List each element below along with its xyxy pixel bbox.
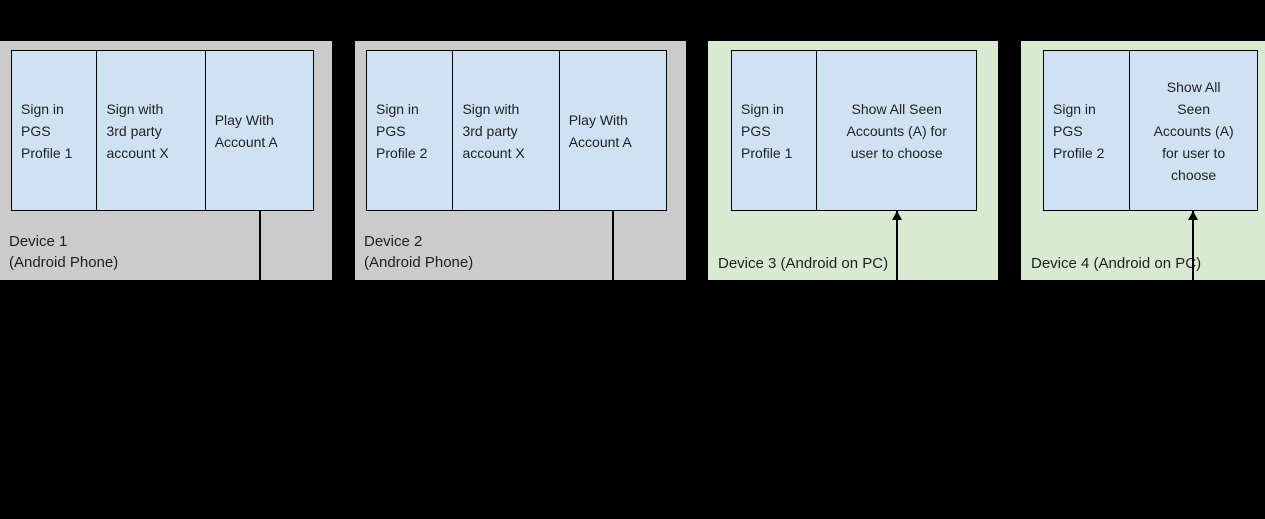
step-box-label: Sign in PGS Profile 1: [741, 100, 793, 161]
step-box-sign-in-pgs: Sign in PGS Profile 1: [732, 51, 816, 210]
step-box-label: Sign in PGS Profile 2: [376, 100, 428, 161]
step-box-play-with-account: Play With Account A: [204, 51, 313, 210]
connector-line-up: [896, 211, 898, 280]
device-1-card: Sign in PGS Profile 1 Sign with 3rd part…: [0, 41, 332, 280]
device-2-card: Sign in PGS Profile 2 Sign with 3rd part…: [355, 41, 686, 280]
step-box-sign-3rd-party: Sign with 3rd party account X: [96, 51, 204, 210]
device-1-steps-row: Sign in PGS Profile 1 Sign with 3rd part…: [11, 50, 314, 211]
arrow-up-icon: [1188, 211, 1198, 220]
arrow-up-icon: [892, 211, 902, 220]
device-label: Device 3 (Android on PC): [718, 255, 889, 272]
device-4-card: Sign in PGS Profile 2 Show All Seen Acco…: [1021, 41, 1265, 280]
step-box-label: Play With Account A: [568, 111, 632, 150]
step-box-label: Sign with 3rd party account X: [106, 100, 169, 161]
step-box-label: Sign in PGS Profile 2: [1053, 100, 1105, 161]
device-label: Device 1 (Android Phone): [9, 233, 119, 271]
device-3-steps-row: Sign in PGS Profile 1 Show All Seen Acco…: [731, 50, 977, 211]
connector-line-down: [259, 211, 261, 280]
step-box-show-all-seen-accounts: Show All Seen Accounts (A) for user to c…: [1129, 51, 1257, 210]
step-box-sign-in-pgs: Sign in PGS Profile 2: [367, 51, 452, 210]
device-2-steps-row: Sign in PGS Profile 2 Sign with 3rd part…: [366, 50, 667, 211]
step-box-label: Play With Account A: [214, 111, 278, 150]
step-box-sign-in-pgs: Sign in PGS Profile 2: [1044, 51, 1129, 210]
device-label: Device 2 (Android Phone): [364, 233, 474, 271]
connector-line-down: [612, 211, 614, 280]
step-box-sign-in-pgs: Sign in PGS Profile 1: [12, 51, 96, 210]
step-box-label: Sign with 3rd party account X: [462, 100, 525, 161]
connector-line-up: [1192, 211, 1194, 280]
device-label: Device 4 (Android on PC): [1031, 255, 1202, 272]
step-box-show-all-seen-accounts: Show All Seen Accounts (A) for user to c…: [816, 51, 976, 210]
step-box-label: Show All Seen Accounts (A) for user to c…: [1153, 78, 1234, 183]
step-box-label: Show All Seen Accounts (A) for user to c…: [846, 100, 947, 161]
device-4-steps-row: Sign in PGS Profile 2 Show All Seen Acco…: [1043, 50, 1258, 211]
step-box-label: Sign in PGS Profile 1: [21, 100, 73, 161]
step-box-play-with-account: Play With Account A: [558, 51, 666, 210]
device-3-card: Sign in PGS Profile 1 Show All Seen Acco…: [708, 41, 998, 280]
step-box-sign-3rd-party: Sign with 3rd party account X: [452, 51, 558, 210]
